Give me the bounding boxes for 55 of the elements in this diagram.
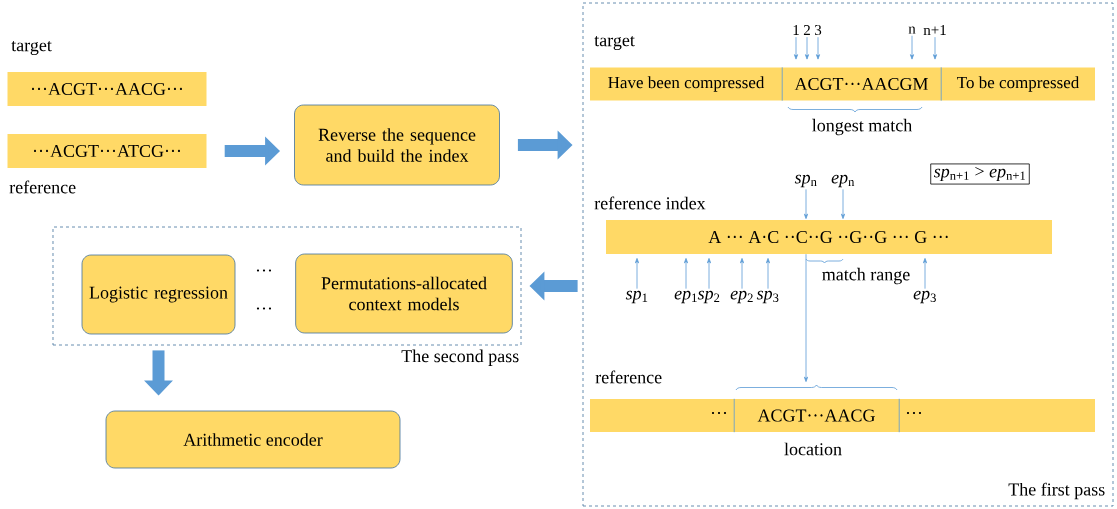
node-label: ACGT···AACG bbox=[757, 409, 875, 422]
bar-segment: ··· bbox=[590, 399, 734, 432]
pointer-label: ep$_{n}$ bbox=[831, 174, 855, 188]
bar-segment: ACGT···AACG bbox=[734, 399, 899, 432]
process-box: Logistic regression bbox=[81, 254, 236, 335]
position-number: n+1 bbox=[923, 25, 946, 35]
node-label: ··· bbox=[711, 411, 727, 415]
bar-segment: ··· bbox=[899, 399, 1095, 432]
process-box: Arithmetic encoder bbox=[105, 410, 401, 469]
arrow bbox=[910, 35, 914, 60]
dots: ··· bbox=[256, 269, 272, 272]
arrow bbox=[707, 258, 711, 290]
node-label: Have been compressed bbox=[608, 76, 765, 92]
text-label: longest match bbox=[812, 118, 913, 136]
condition-box: sp$_{n+1}$ > ep$_{n+1}$ bbox=[930, 163, 1030, 185]
position-number: n bbox=[908, 26, 916, 34]
pointer-label: sp$_{n}$ bbox=[794, 174, 817, 188]
sequence-bar: ···ACGT···ATCG··· bbox=[7, 134, 207, 168]
arrow bbox=[933, 36, 937, 60]
arrow bbox=[740, 258, 744, 290]
sequence-bar: ···ACGT···AACG··· bbox=[7, 72, 207, 106]
index-bar: A ··· A·C ··C··G ··G··G ··· G ··· bbox=[606, 220, 1052, 254]
text-label: target bbox=[594, 36, 635, 50]
pointer-label: sp$_{1}$ bbox=[625, 290, 648, 304]
arrow bbox=[816, 36, 820, 60]
position-number: 2 bbox=[803, 25, 810, 35]
arrow bbox=[635, 258, 639, 290]
arrow bbox=[794, 36, 798, 60]
arrow bbox=[684, 258, 688, 290]
position-number: 3 bbox=[815, 24, 822, 36]
pointer-label: ep$_{3}$ bbox=[913, 290, 936, 304]
node-label: The second pass bbox=[401, 349, 519, 366]
process-box: Permutations-allocated context models bbox=[295, 253, 513, 334]
pointer-label: sp$_{2}$ bbox=[697, 290, 720, 304]
arrow bbox=[804, 253, 808, 382]
pointer-label: sp$_{3}$ bbox=[756, 290, 779, 304]
arrow bbox=[841, 188, 845, 219]
node-label: ACGT···AACGM bbox=[794, 77, 928, 91]
text-label: match range bbox=[822, 267, 910, 285]
process-box: Reverse the sequence and build the index bbox=[294, 104, 500, 186]
text-label: location bbox=[784, 442, 842, 456]
node-label: To be compressed bbox=[957, 76, 1080, 92]
arrow bbox=[766, 258, 770, 290]
node-label: ··· bbox=[906, 411, 922, 415]
arrow bbox=[805, 36, 809, 60]
pointer-label: ep$_{1}$ bbox=[674, 290, 697, 304]
position-number: 1 bbox=[793, 25, 799, 35]
bar-segment: ACGT···AACGM bbox=[782, 67, 941, 101]
arrow bbox=[923, 258, 927, 290]
dots: ··· bbox=[256, 307, 272, 310]
bar-segment: Have been compressed bbox=[590, 67, 782, 101]
text-label: target bbox=[11, 41, 52, 55]
arrow bbox=[804, 188, 808, 219]
pointer-label: ep$_{2}$ bbox=[730, 290, 753, 304]
bar-segment: To be compressed bbox=[941, 67, 1095, 101]
